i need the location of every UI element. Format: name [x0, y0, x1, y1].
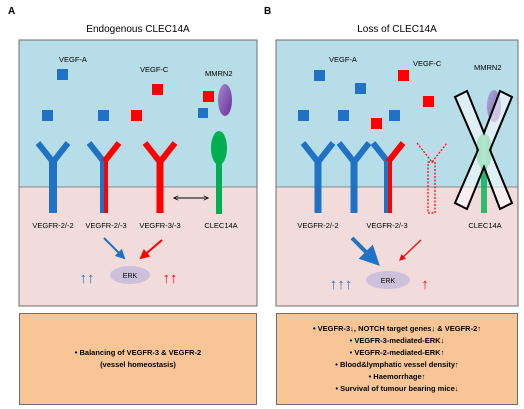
panel-b-frame [275, 39, 519, 307]
vegf-a-ligand [314, 70, 325, 81]
clec14a-mmrn2-complex-lost [453, 89, 514, 213]
summary-line: (vessel homeostasis) [100, 360, 176, 369]
vegf-c-ligand [371, 118, 382, 129]
vegfr-2-2-label: VEGFR-2/-2 [32, 221, 73, 230]
red-up-arrows: ↑↑ [163, 270, 178, 287]
vegfr-2-2-label: VEGFR-2/-2 [297, 221, 338, 230]
vegf-c-label: VEGF-C [140, 65, 169, 74]
panel-a-ligands [42, 69, 214, 121]
panel-b-title: Loss of CLEC14A [357, 24, 437, 35]
vegfr-2-3-label: VEGFR-2/-3 [85, 221, 126, 230]
vegfr-2-3-receptor [370, 141, 406, 213]
vegf-a-ligand [298, 110, 309, 121]
summary-line: • Haemorrhage↑ [368, 372, 426, 381]
vegfr3-signal-arrow [399, 239, 422, 261]
panel-a-frame [18, 39, 258, 307]
blue-up-arrows: ↑↑↑ [330, 276, 353, 293]
vegfr-3-3-label: VEGFR-3/-3 [139, 221, 180, 230]
clec14a-label: CLEC14A [204, 221, 237, 230]
erk-node [110, 266, 150, 284]
panel-a-letter: A [8, 6, 16, 17]
vegf-a-ligand [42, 110, 53, 121]
vegfr-3-3-receptor-lost [416, 142, 448, 214]
mmrn2-protein [218, 84, 232, 116]
vegf-c-ligand [203, 91, 214, 102]
summary-line: • VEGFR-2-mediated-ERK↑ [349, 348, 445, 357]
panel-a-summary-box: • Balancing of VEGFR-3 & VEGFR-2 (vessel… [19, 313, 257, 405]
vegf-a-ligand [57, 69, 68, 80]
erk-node [366, 271, 410, 289]
summary-line: • Survival of tumour bearing mice↓ [335, 384, 459, 393]
vegf-a-ligand [198, 108, 208, 118]
panel-b-summary-box: • VEGFR-3↓, NOTCH target genes↓ & VEGFR-… [276, 313, 518, 405]
panel-a-title: Endogenous CLEC14A [86, 24, 190, 35]
vegfr-2-3-receptor [86, 141, 122, 213]
vegf-a-ligand [355, 83, 366, 94]
vegf-c-ligand [423, 96, 434, 107]
vegfr-2-3-label: VEGFR-2/-3 [366, 221, 407, 230]
erk-label: ERK [381, 278, 396, 285]
vegfr2-signal-arrow [350, 236, 380, 266]
vegf-c-ligand [398, 70, 409, 81]
vegfr-3-3-receptor [142, 141, 178, 213]
clec14a-label: CLEC14A [468, 221, 501, 230]
vegfr3-signal-arrow [139, 239, 163, 260]
vegfr2-signal-arrow [103, 237, 126, 260]
vegfr-2-2-receptor [35, 141, 71, 213]
vegf-c-label: VEGF-C [413, 59, 442, 68]
vegf-a-ligand [389, 110, 400, 121]
vegf-a-label: VEGF-A [59, 55, 87, 64]
vegf-c-ligand [131, 110, 142, 121]
vegf-c-ligand [152, 84, 163, 95]
blue-up-arrows: ↑↑ [80, 270, 95, 287]
erk-label: ERK [123, 273, 138, 280]
panel-b-ligands [298, 70, 434, 129]
summary-line: • Blood&lymphatic vessel density↑ [335, 360, 459, 369]
panel-b-letter: B [264, 6, 272, 17]
vegf-a-ligand [98, 110, 109, 121]
vegf-a-label: VEGF-A [329, 55, 357, 64]
mmrn2-label: MMRN2 [205, 69, 233, 78]
panel-b-cell [275, 39, 519, 307]
vegf-a-ligand [338, 110, 349, 121]
vegfr-2-2-receptor [300, 141, 336, 213]
deletion-cross-icon [453, 89, 514, 211]
clec14a-protein [211, 131, 227, 165]
summary-line: • VEGFR-3-mediated-ERK↓ [349, 336, 445, 345]
clec14a-mmrn2-complex [211, 84, 232, 214]
summary-line: • VEGFR-3↓, NOTCH target genes↓ & VEGFR-… [312, 324, 482, 333]
summary-line: • Balancing of VEGFR-3 & VEGFR-2 [74, 348, 202, 357]
mmrn2-label: MMRN2 [474, 63, 502, 72]
red-up-arrow: ↑ [421, 276, 429, 293]
vegfr-2-2-receptor [336, 141, 372, 213]
